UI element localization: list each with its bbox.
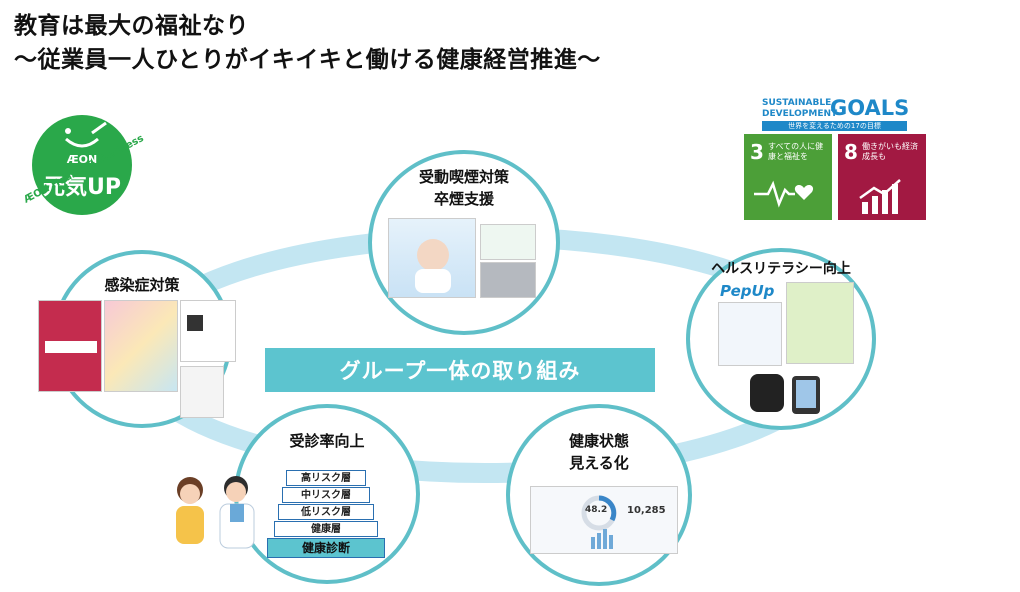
dashboard-screen: 48.2 10,285 bbox=[530, 486, 678, 554]
sdg-goal-3: 3 すべての人に健康と福祉を bbox=[744, 134, 832, 220]
checkup-title: 受診率向上 bbox=[289, 432, 365, 450]
infection-qr-leaflet bbox=[180, 300, 236, 362]
literacy-poster bbox=[786, 282, 854, 364]
infection-title: 感染症対策 bbox=[104, 276, 180, 294]
infection-poster-red bbox=[38, 300, 102, 392]
pepup-app-name: PepUp bbox=[720, 282, 775, 300]
visual-title-1: 健康状態 bbox=[568, 432, 629, 450]
sdg-heading: SUSTAINABLE DEVELOPMENT bbox=[762, 98, 838, 119]
pyramid-level-high: 高リスク層 bbox=[286, 470, 366, 486]
circle-visualization: 健康状態 見える化 48.2 10,285 bbox=[506, 404, 692, 586]
center-banner: グループ一体の取り組み bbox=[265, 348, 655, 392]
aeon-genki-logo: ÆON 元気UP bbox=[32, 115, 132, 215]
dashboard-stat-2: 10,285 bbox=[627, 505, 666, 516]
visual-title-2: 見える化 bbox=[569, 454, 629, 472]
dashboard-gauge-icon bbox=[581, 495, 617, 531]
literacy-app-screen bbox=[718, 302, 782, 366]
growth-chart-icon bbox=[859, 179, 901, 214]
smile-icon bbox=[65, 121, 107, 148]
pyramid-base: 健康診断 bbox=[267, 538, 385, 558]
baby-illustration-icon bbox=[415, 239, 451, 293]
pyramid-level-low: 低リスク層 bbox=[278, 504, 374, 520]
smoking-photo-image bbox=[480, 262, 536, 298]
circle-literacy: ヘルスリテラシー向上 PepUp bbox=[686, 248, 876, 430]
circle-smoking: 受動喫煙対策 卒煙支援 bbox=[368, 150, 560, 335]
infection-poster-colorful bbox=[104, 300, 178, 392]
logo-name: 元気UP bbox=[43, 175, 121, 200]
pyramid-level-healthy: 健康層 bbox=[274, 521, 378, 537]
dashboard-stat-1: 48.2 bbox=[585, 505, 608, 515]
page-subtitle: ～従業員一人ひとりがイキイキと働ける健康経営推進～ bbox=[14, 47, 601, 73]
heartbeat-icon bbox=[754, 180, 814, 208]
pyramid-level-mid: 中リスク層 bbox=[282, 487, 370, 503]
page-title: 教育は最大の福祉なり bbox=[14, 13, 249, 39]
infection-handbook bbox=[180, 366, 224, 418]
logo-brand: ÆON bbox=[66, 153, 98, 166]
doctor-patient-icon bbox=[176, 476, 255, 549]
sdg-goals-word: GOALS bbox=[830, 96, 910, 120]
smoking-leaflet-image bbox=[480, 224, 536, 260]
smoking-title-2: 卒煙支援 bbox=[433, 190, 494, 208]
sdg-bar: 世界を変えるための17の目標 bbox=[762, 121, 907, 131]
smoking-poster-image bbox=[388, 218, 476, 298]
smoking-title-1: 受動喫煙対策 bbox=[418, 168, 509, 186]
wearable-devices-icon bbox=[750, 374, 820, 414]
literacy-title: ヘルスリテラシー向上 bbox=[711, 261, 851, 277]
sdg-goal-8: 8 働きがいも経済成長も bbox=[838, 134, 926, 220]
